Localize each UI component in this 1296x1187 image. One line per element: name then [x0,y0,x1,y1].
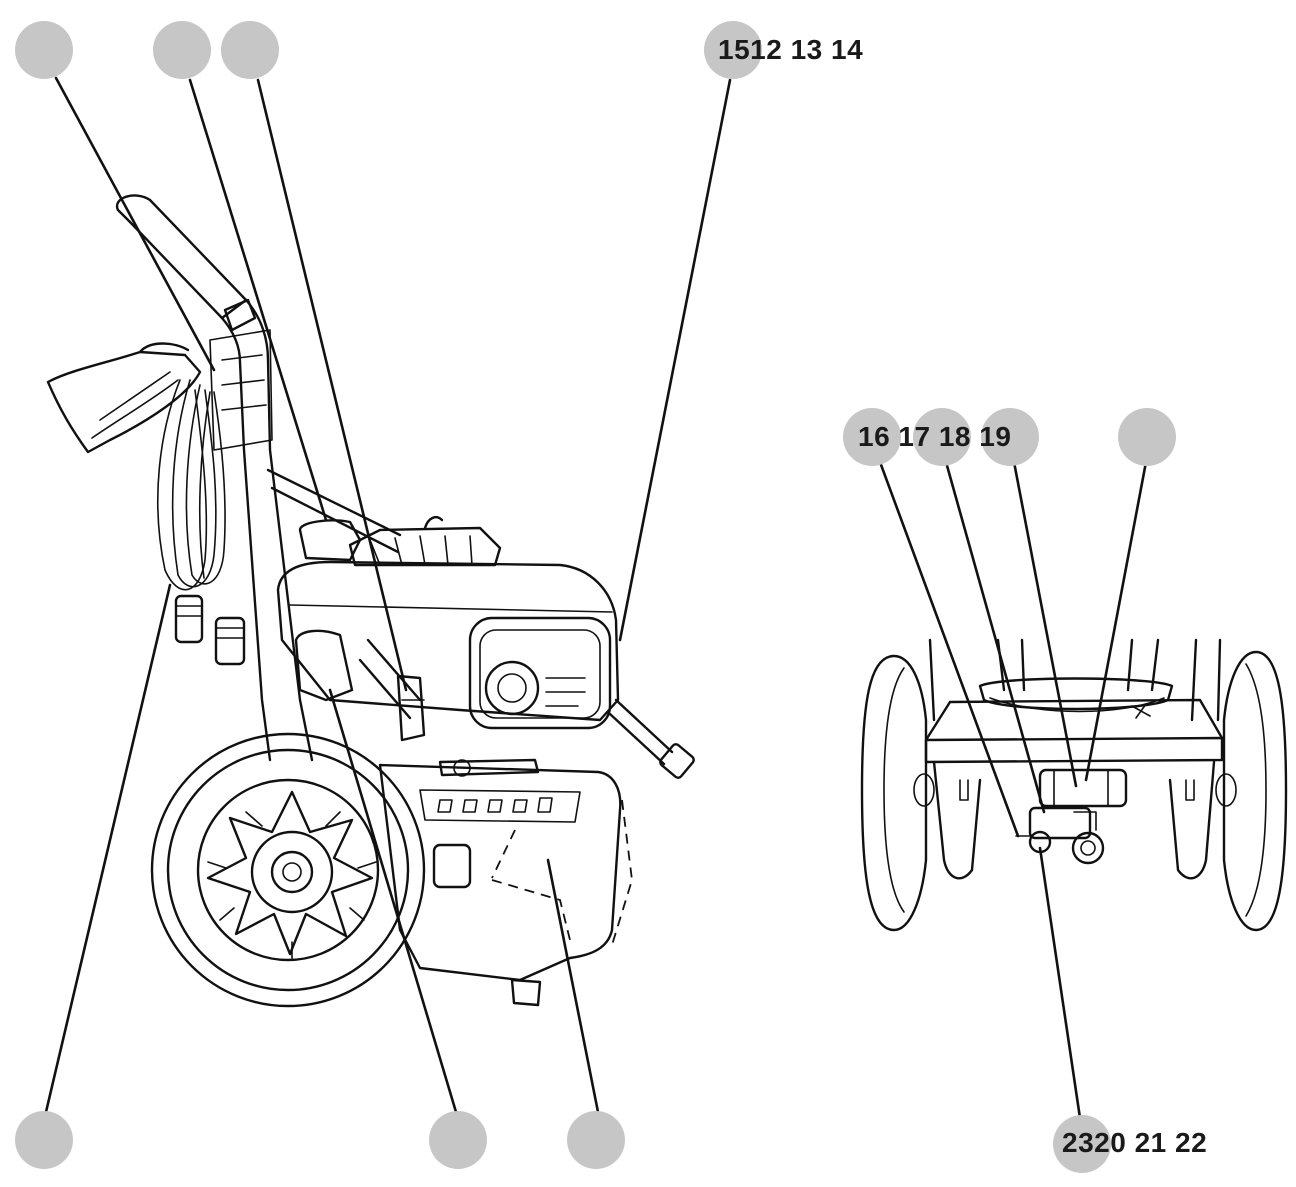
callout-dots [15,21,1176,1173]
callout-dot [981,408,1039,466]
callout-dot [429,1111,487,1169]
callout-dot [15,1111,73,1169]
callout-label-top-right: 1512 13 14 [718,34,864,65]
callout-dot [913,408,971,466]
callout-dot [843,408,901,466]
callout-dot [704,21,762,79]
callout-dot [567,1111,625,1169]
pressure-washer-side-view [46,194,695,1008]
callout-dot [1053,1115,1111,1173]
callout-dot [1118,408,1176,466]
callout-dot [221,21,279,79]
callout-label-right-middle: 16 17 18 19 [858,421,1012,452]
callout-label-bottom-right: 2320 21 22 [1062,1127,1208,1158]
pressure-washer-rear-view [860,638,1288,932]
callout-dot [153,21,211,79]
callout-dot [15,21,73,79]
callout-leader-lines [44,76,1148,1120]
